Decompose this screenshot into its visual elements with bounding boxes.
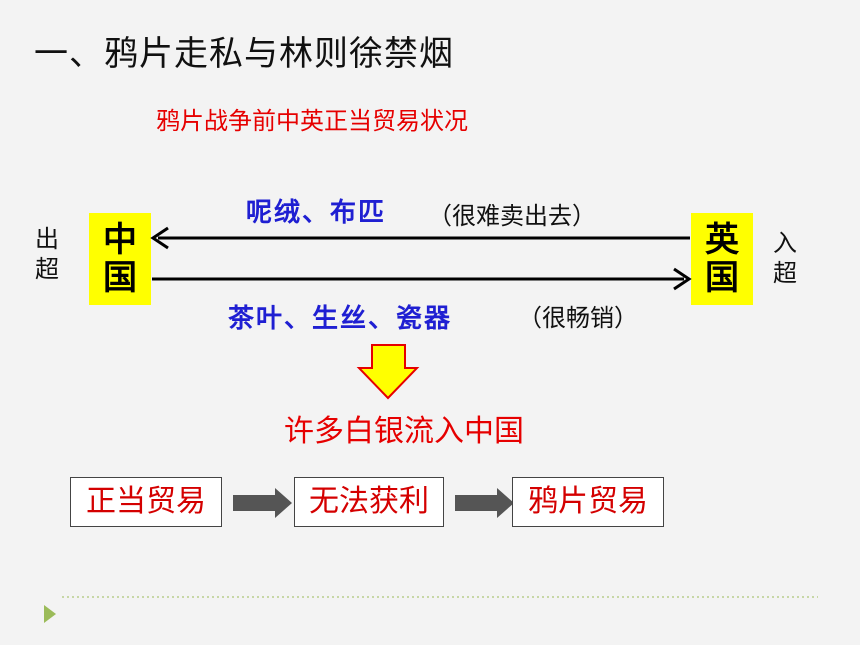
britain-label-char: 国 (705, 258, 739, 298)
result-text: 许多白银流入中国 (284, 414, 524, 449)
flow-step-no-profit: 无法获利 (294, 477, 444, 527)
china-trade-surplus-label: 出 超 (32, 224, 62, 284)
britain-label-char: 英 (705, 220, 739, 260)
flow-arrow-right-icon (455, 488, 514, 518)
arrow-china-to-britain (152, 267, 692, 291)
britain-trade-deficit-label: 入 超 (770, 228, 800, 288)
flow-arrow-right-icon (233, 488, 292, 518)
british-exports-note: （很难卖出去） (428, 202, 596, 230)
footer-triangle-icon (44, 605, 56, 623)
chinese-exports-goods: 茶叶、生丝、瓷器 (228, 304, 453, 334)
britain-box: 英 国 (691, 213, 753, 305)
china-side-char: 超 (35, 255, 59, 283)
flow-step-legitimate-trade: 正当贸易 (70, 477, 222, 527)
china-label-char: 中 (103, 220, 137, 260)
china-box: 中 国 (89, 213, 151, 305)
china-side-char: 出 (35, 225, 59, 253)
arrow-britain-to-china (150, 226, 690, 250)
britain-side-char: 入 (773, 229, 797, 257)
flow-step-opium-trade: 鸦片贸易 (512, 477, 664, 527)
britain-side-char: 超 (773, 259, 797, 287)
china-label-char: 国 (103, 258, 137, 298)
down-arrow-icon (356, 344, 420, 400)
british-exports-goods: 呢绒、布匹 (246, 198, 387, 228)
chinese-exports-note: （很畅销） (518, 304, 638, 332)
slide-title: 一、鸦片走私与林则徐禁烟 (34, 34, 454, 74)
diagram-subtitle: 鸦片战争前中英正当贸易状况 (156, 107, 468, 135)
